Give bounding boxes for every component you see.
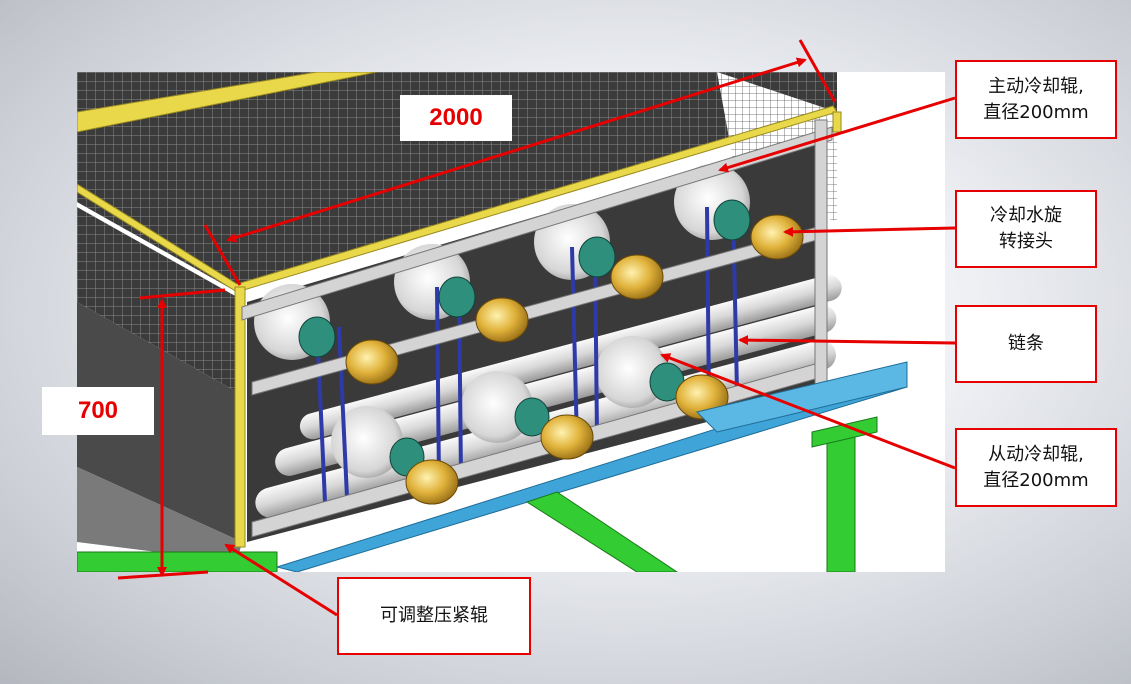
callout-rotary-joint: 冷却水旋 转接头	[955, 190, 1097, 268]
length-value: 2000	[429, 104, 483, 131]
callout-chain: 链条	[955, 305, 1097, 383]
callout-rotary-joint-text: 冷却水旋 转接头	[990, 205, 1062, 252]
callout-drive-roller: 主动冷却辊, 直径200mm	[955, 60, 1117, 139]
callout-drive-roller-text: 主动冷却辊, 直径200mm	[983, 75, 1089, 123]
height-dimension-label: 700	[42, 387, 154, 435]
height-extension-line-bottom	[117, 570, 209, 580]
length-dimension-label: 2000	[400, 95, 512, 141]
callout-driven-roller: 从动冷却辊, 直径200mm	[955, 428, 1117, 507]
machine-rendering	[77, 72, 945, 572]
height-value: 700	[77, 397, 119, 424]
callout-driven-roller-text: 从动冷却辊, 直径200mm	[983, 443, 1089, 491]
callout-pressure-roller: 可调整压紧辊	[337, 577, 531, 655]
callout-pressure-roller-text: 可调整压紧辊	[380, 605, 488, 626]
callout-chain-text: 链条	[1008, 333, 1044, 354]
cooling-roller-machine-drawing	[77, 72, 908, 572]
